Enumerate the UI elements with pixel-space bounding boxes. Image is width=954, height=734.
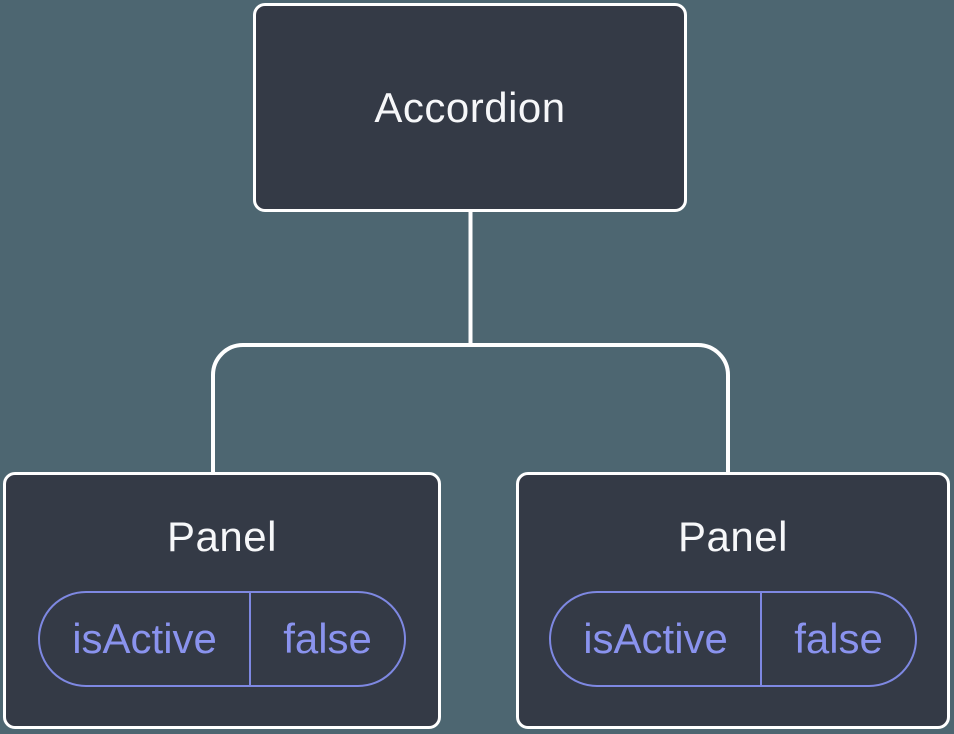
panel-node-label: Panel bbox=[678, 513, 788, 560]
panel-node-label: Panel bbox=[167, 513, 277, 560]
state-value: false bbox=[794, 615, 883, 662]
accordion-node-label: Accordion bbox=[374, 83, 566, 131]
state-value: false bbox=[283, 615, 372, 662]
panel-node-right: Panel isActive false bbox=[516, 472, 950, 729]
state-pill: isActive false bbox=[549, 591, 917, 687]
state-key: isActive bbox=[40, 593, 252, 685]
panel-node-left: Panel isActive false bbox=[3, 472, 441, 729]
state-pill: isActive false bbox=[38, 591, 406, 687]
accordion-node: Accordion bbox=[253, 3, 687, 212]
state-key: isActive bbox=[551, 593, 763, 685]
children-bracket-line bbox=[211, 343, 730, 478]
